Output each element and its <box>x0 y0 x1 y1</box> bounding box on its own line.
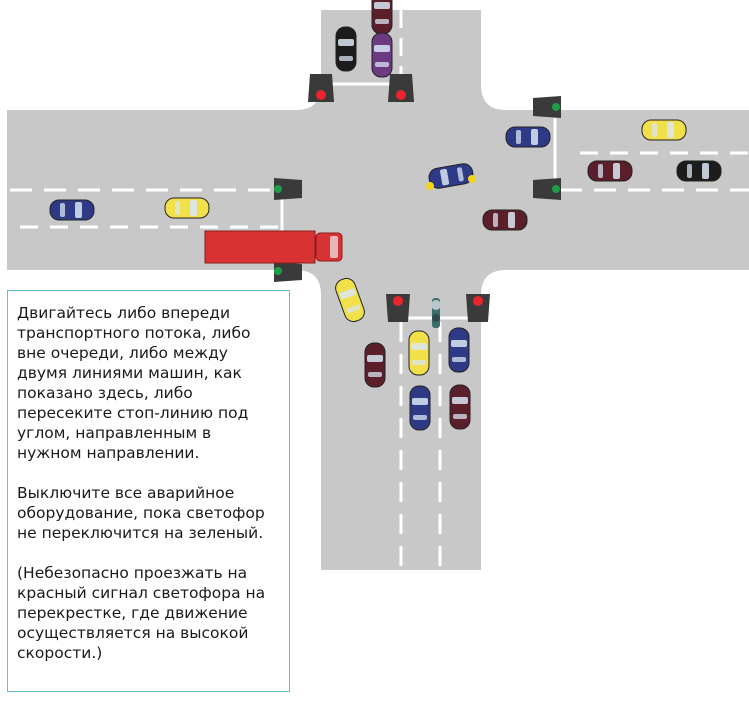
car-icon <box>371 32 393 78</box>
road-corner-top-right <box>481 85 506 110</box>
car-icon <box>364 342 386 388</box>
traffic-light-icon <box>386 294 410 322</box>
traffic-light-icon <box>308 74 334 102</box>
traffic-light-icon <box>466 294 490 322</box>
car-icon <box>409 385 431 431</box>
info-paragraph: Двигайтесь либо впереди транспортного по… <box>17 304 251 462</box>
car-icon <box>587 160 633 182</box>
motorcycle-icon <box>431 298 441 328</box>
car-icon <box>449 384 471 430</box>
emergency-light-icon <box>468 175 476 183</box>
road-corner-top-left <box>296 85 321 110</box>
car-icon <box>164 197 210 219</box>
car-icon <box>371 0 393 35</box>
traffic-light-icon <box>388 74 414 102</box>
emergency-light-icon <box>426 182 434 190</box>
traffic-light-icon <box>533 96 561 118</box>
road-corner-bottom-right <box>481 270 506 295</box>
lane-markings <box>10 10 749 570</box>
traffic-light-icon <box>533 178 561 200</box>
car-icon <box>448 327 470 373</box>
car-icon <box>408 330 430 376</box>
emergency-vehicle <box>426 161 476 191</box>
road-corner-bottom-left <box>296 270 321 295</box>
car-icon <box>335 26 357 72</box>
car-icon <box>641 119 687 141</box>
info-paragraph: (Небезопасно проезжать на красный сигнал… <box>17 564 266 662</box>
traffic-light-icon <box>274 262 302 282</box>
vehicles <box>49 0 722 431</box>
traffic-lights <box>274 74 561 322</box>
info-paragraph: Выключите все аварийное оборудование, по… <box>17 484 265 542</box>
info-text-box: Двигайтесь либо впереди транспортного по… <box>7 290 290 692</box>
traffic-light-icon <box>274 178 302 200</box>
car-icon <box>676 160 722 182</box>
truck-icon <box>204 230 343 264</box>
car-icon <box>49 199 95 221</box>
car-icon <box>482 209 528 231</box>
car-icon <box>505 126 551 148</box>
